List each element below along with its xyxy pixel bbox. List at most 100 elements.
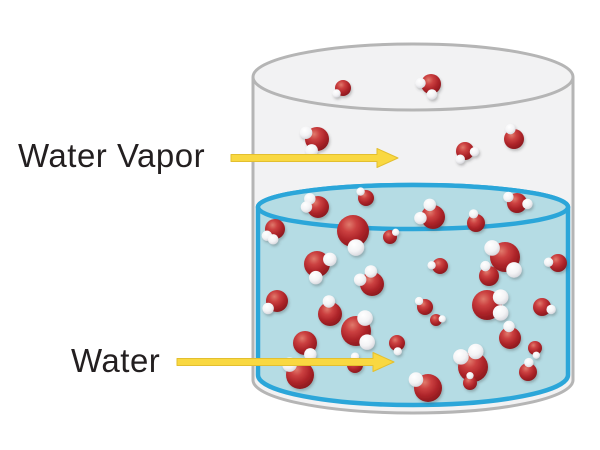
hydrogen-atom	[484, 240, 500, 256]
oxygen-atom	[499, 327, 521, 349]
hydrogen-atom	[438, 315, 446, 323]
water-molecules-layer	[261, 187, 567, 402]
hydrogen-atom	[357, 310, 373, 326]
water-molecule	[383, 228, 400, 244]
oxygen-atom	[519, 363, 537, 381]
hydrogen-atom	[393, 347, 402, 356]
water-molecule	[484, 240, 522, 278]
hydrogen-atom	[466, 372, 474, 380]
water-molecule	[300, 193, 329, 218]
oxygen-atom	[432, 258, 448, 274]
hydrogen-atom	[300, 201, 313, 213]
hydrogen-atom	[299, 126, 313, 139]
vapor-molecule	[504, 123, 524, 149]
hydrogen-atom	[453, 349, 469, 365]
hydrogen-atom	[347, 239, 365, 256]
water-molecule	[261, 219, 285, 245]
oxygen-atom	[421, 74, 441, 94]
water-molecule	[356, 187, 374, 206]
water-molecule	[499, 320, 521, 349]
hydrogen-atom	[353, 273, 367, 286]
water-molecule	[341, 310, 375, 350]
oxygen-atom	[430, 314, 442, 326]
water-vapor-label: Water Vapor	[18, 137, 206, 174]
water-molecule	[533, 298, 556, 316]
vapor-molecule	[299, 126, 329, 157]
oxygen-atom	[463, 376, 477, 390]
hydrogen-atom	[468, 209, 479, 219]
oxygen-atom	[337, 215, 369, 247]
hydrogen-atom	[391, 228, 400, 236]
hydrogen-atom	[415, 77, 426, 89]
hydrogen-atom	[522, 198, 533, 210]
hydrogen-atom	[262, 302, 274, 315]
water-arrow	[176, 352, 395, 372]
hydrogen-atom	[305, 144, 318, 157]
hydrogen-atom	[359, 334, 375, 350]
oxygen-atom	[528, 341, 542, 355]
water-molecule	[414, 296, 433, 315]
oxygen-atom	[549, 254, 567, 272]
hydrogen-atom	[309, 270, 323, 285]
water-molecule	[453, 343, 488, 382]
water-molecule	[528, 341, 542, 359]
hydrogen-atom	[332, 89, 341, 98]
water-molecule	[304, 251, 337, 285]
hydrogen-atom	[414, 296, 424, 306]
beaker-rim-front	[251, 76, 575, 112]
water-surface	[255, 182, 571, 232]
vapor-molecule	[455, 142, 480, 164]
hydrogen-atom	[322, 295, 336, 308]
water-molecule	[262, 290, 288, 315]
hydrogen-atom	[427, 261, 436, 270]
water-molecule	[430, 314, 446, 326]
water-molecule	[503, 191, 533, 213]
oxygen-atom	[421, 205, 445, 229]
water-vapor-arrow	[230, 148, 399, 168]
hydrogen-atom	[532, 351, 540, 359]
hydrogen-atom	[426, 89, 438, 100]
hydrogen-atom	[505, 123, 516, 135]
hydrogen-atom	[480, 260, 491, 272]
water-molecule	[337, 215, 369, 256]
vapor-molecule	[332, 80, 351, 98]
oxygen-atom	[318, 302, 342, 326]
hydrogen-atom	[364, 265, 378, 278]
hydrogen-atom	[524, 357, 534, 368]
hydrogen-atom	[546, 304, 556, 315]
water-molecule	[293, 331, 317, 361]
hydrogen-atom	[492, 289, 509, 305]
water-molecule	[472, 289, 509, 321]
hydrogen-atom	[423, 198, 436, 212]
hydrogen-atom	[455, 154, 465, 164]
water-molecule	[463, 372, 477, 390]
hydrogen-atom	[506, 262, 522, 278]
water-molecule	[467, 209, 485, 232]
vapor-molecule	[415, 74, 441, 100]
hydrogen-atom	[469, 147, 480, 157]
hydrogen-atom	[356, 187, 365, 196]
oxygen-atom	[533, 298, 551, 316]
oxygen-atom	[467, 214, 485, 232]
water-label: Water	[71, 342, 161, 379]
hydrogen-atom	[304, 348, 317, 361]
hydrogen-atom	[408, 372, 424, 387]
water-molecule	[427, 258, 448, 274]
hydrogen-atom	[267, 234, 279, 245]
water-molecule	[519, 357, 537, 381]
water-molecule	[389, 335, 405, 356]
hydrogen-atom	[414, 211, 427, 225]
hydrogen-atom	[467, 343, 484, 360]
hydrogen-atom	[492, 305, 509, 321]
water-molecule	[543, 254, 567, 272]
hydrogen-atom	[503, 320, 515, 333]
water-molecule	[353, 265, 384, 296]
hydrogen-atom	[543, 257, 554, 267]
water-molecule	[408, 372, 442, 402]
oxygen-atom	[389, 335, 405, 351]
hydrogen-atom	[323, 252, 337, 267]
hydrogen-atom	[503, 191, 514, 203]
vapor-molecules-layer	[299, 74, 524, 164]
